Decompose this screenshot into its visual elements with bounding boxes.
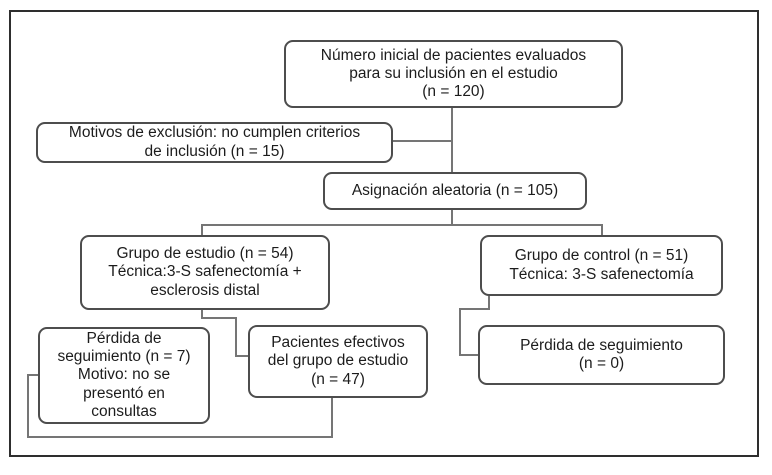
- connector-control-down2: [459, 308, 461, 356]
- node-randomization: Asignación aleatoria (n = 105): [323, 172, 587, 210]
- node-control-loss-followup: Pérdida de seguimiento (n = 0): [478, 325, 725, 385]
- node-exclusion-reasons-label: Motivos de exclusión: no cumplen criteri…: [68, 124, 361, 160]
- node-randomization-label: Asignación aleatoria (n = 105): [351, 181, 559, 199]
- connector-split-right-stub: [601, 224, 603, 235]
- connector-control-down: [488, 296, 490, 310]
- connector-study-into-effective: [235, 355, 248, 357]
- node-exclusion-reasons: Motivos de exclusión: no cumplen criteri…: [36, 122, 393, 163]
- node-study-loss-followup-label: Pérdida de seguimiento (n = 7) Motivo: n…: [57, 329, 191, 420]
- connector-study-down: [201, 310, 203, 319]
- connector-initial-to-randomization: [451, 108, 453, 172]
- node-control-loss-followup-label: Pérdida de seguimiento (n = 0): [520, 336, 683, 372]
- connector-study-right: [201, 317, 237, 319]
- connector-loop-right-vertical: [331, 398, 333, 438]
- connector-loop-left-vertical: [27, 374, 29, 438]
- node-control-group: Grupo de control (n = 51) Técnica: 3-S s…: [480, 235, 723, 296]
- node-study-loss-followup: Pérdida de seguimiento (n = 7) Motivo: n…: [38, 327, 210, 424]
- connector-study-down2: [235, 317, 237, 357]
- connector-exclusion-branch: [393, 140, 451, 142]
- node-study-group-label: Grupo de estudio (n = 54) Técnica:3-S sa…: [108, 245, 302, 299]
- node-effective-patients: Pacientes efectivos del grupo de estudio…: [248, 325, 428, 398]
- node-study-group: Grupo de estudio (n = 54) Técnica:3-S sa…: [80, 235, 330, 310]
- connector-split-left-stub: [201, 224, 203, 235]
- connector-randomization-stub: [451, 210, 453, 226]
- node-effective-patients-label: Pacientes efectivos del grupo de estudio…: [267, 334, 409, 388]
- connector-split-bar: [201, 224, 603, 226]
- connector-control-into-loss: [459, 354, 478, 356]
- connector-control-left: [459, 308, 490, 310]
- node-initial-patients: Número inicial de pacientes evaluados pa…: [284, 40, 623, 108]
- connector-loop-into-loss: [27, 374, 38, 376]
- connector-loop-bottom: [27, 436, 333, 438]
- node-control-group-label: Grupo de control (n = 51) Técnica: 3-S s…: [509, 247, 694, 283]
- node-initial-patients-label: Número inicial de pacientes evaluados pa…: [320, 46, 587, 101]
